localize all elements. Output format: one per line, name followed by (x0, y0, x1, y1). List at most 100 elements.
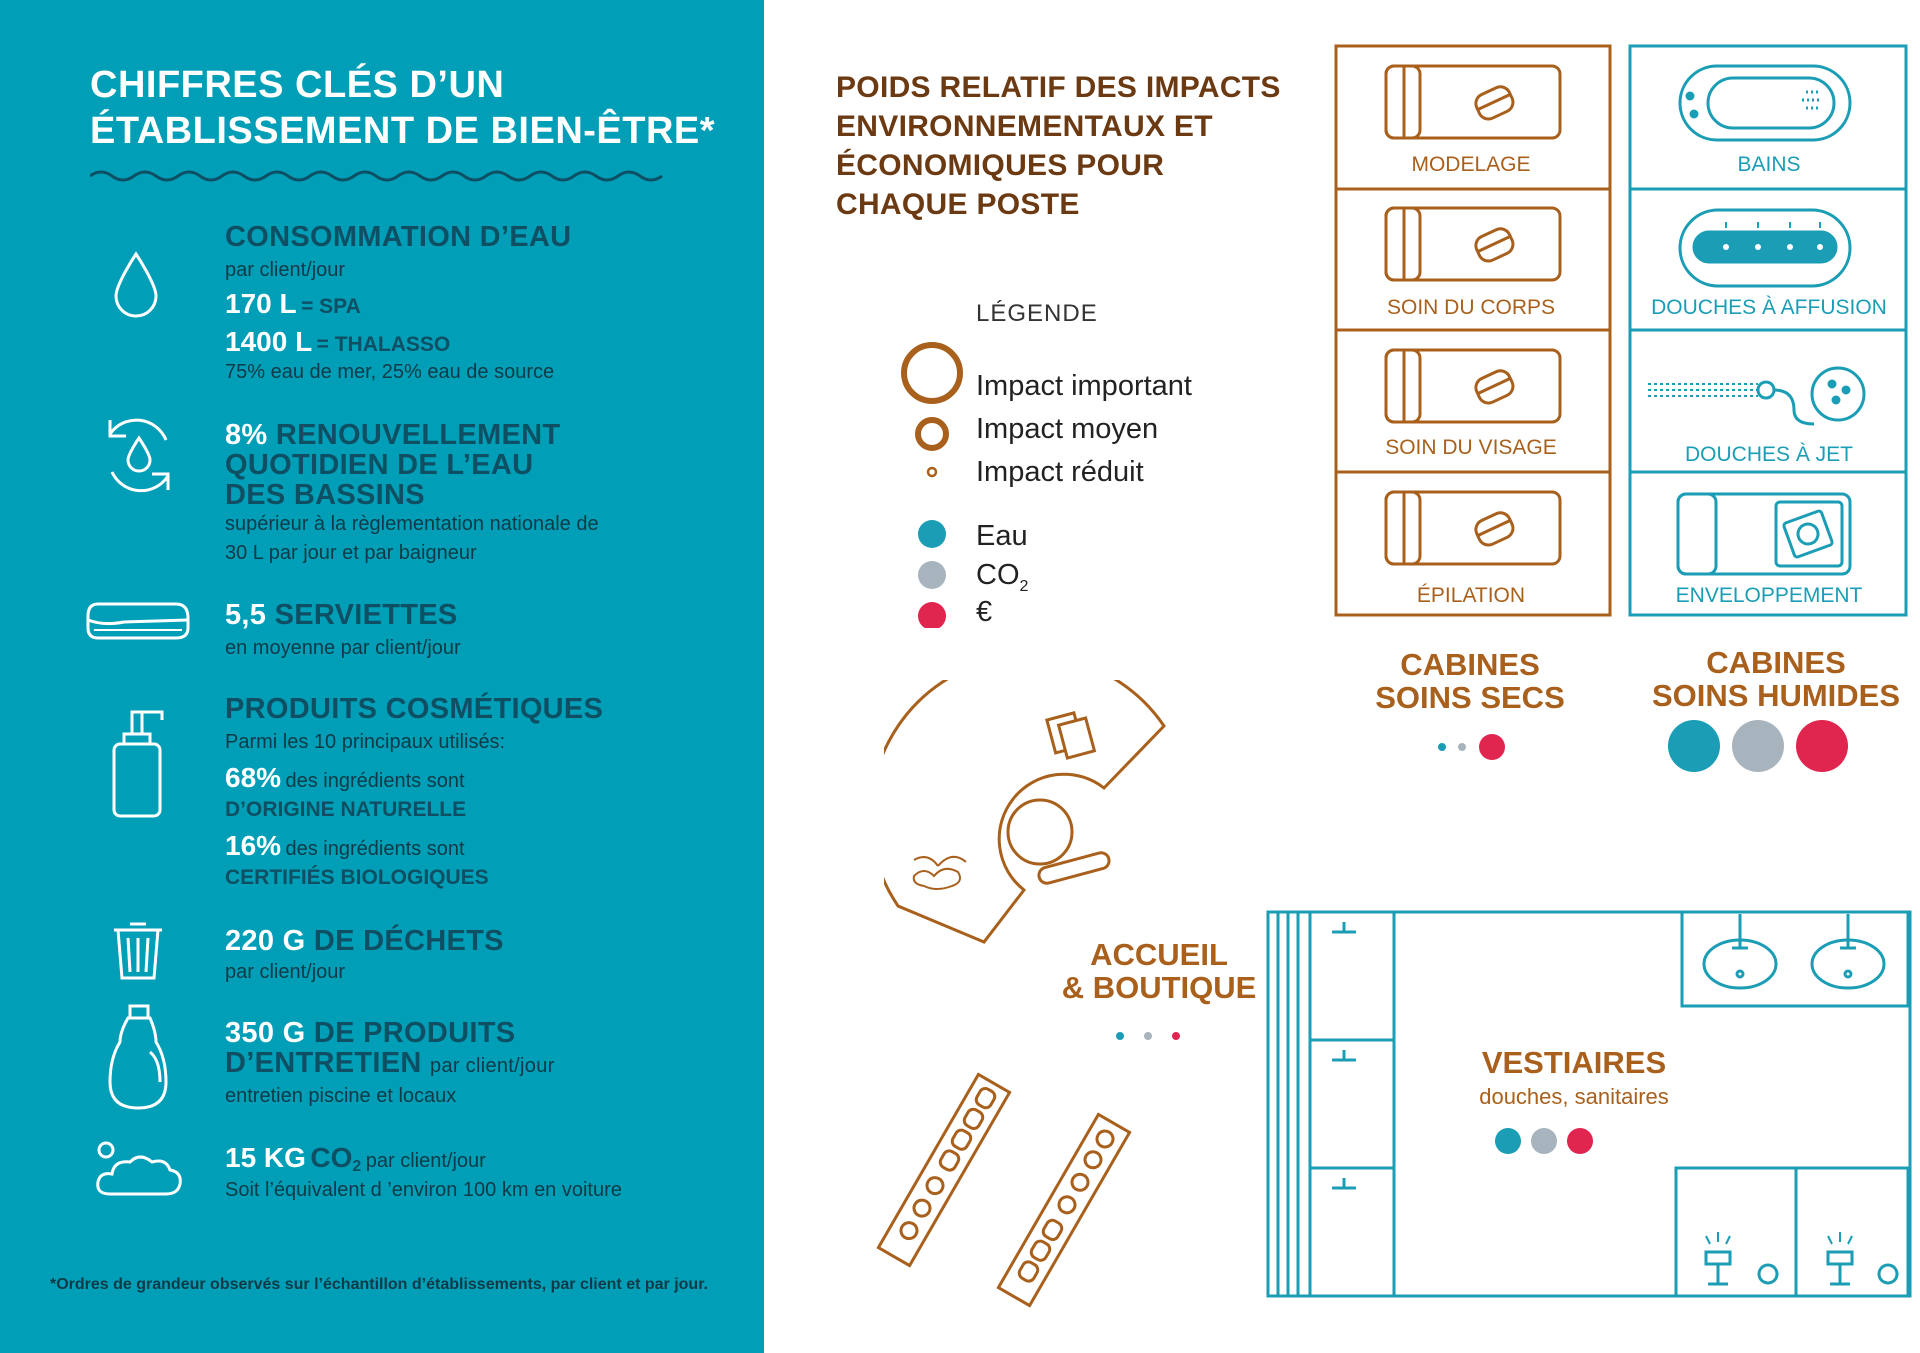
legend-co2: CO2 (976, 559, 1028, 596)
dry-cabins-title: CABINES SOINS SECS (1330, 648, 1610, 714)
cloud-icon (96, 1141, 182, 1196)
footnote: *Ordres de grandeur observés sur l’échan… (50, 1276, 708, 1293)
cabin-label-epilation: ÉPILATION (1416, 584, 1526, 607)
natural-line: 68% des ingrédients sont (225, 762, 465, 796)
cosmetics-heading: PRODUITS COSMÉTIQUES (225, 693, 604, 725)
reception-desk-drawing (884, 680, 1166, 944)
legend-co2-subscript: 2 (1019, 577, 1029, 595)
water-sub: par client/jour (225, 259, 346, 281)
renewal-value: 8% (225, 419, 268, 451)
cleaning-heading: 350 G DE PRODUITS D’ENTRETIEN par client… (225, 1018, 555, 1081)
organic-value: 16% (225, 830, 282, 861)
impacts-title: POIDS RELATIF DES IMPACTS ENVIRONNEMENTA… (836, 68, 1281, 224)
cleaning-per: par client/jour (430, 1055, 555, 1077)
wave-divider (90, 170, 663, 182)
dry-cabins-grid (1334, 44, 1612, 617)
dry-cabins-impact-dots (1438, 734, 1505, 760)
wet-cabins-impact-dots (1668, 720, 1848, 772)
wet-cabins-title-line-2: SOINS HUMIDES (1651, 678, 1901, 713)
co2-value: 15 KG (225, 1142, 306, 1173)
waste-value: 220 G (225, 925, 306, 957)
impacts-title-line-2: ENVIRONNEMENTAUX ET (836, 110, 1213, 143)
impacts-panel: POIDS RELATIF DES IMPACTS ENVIRONNEMENTA… (764, 0, 1920, 1353)
impact-medium-symbol (915, 417, 949, 451)
thalasso-label: = THALASSO (316, 333, 451, 356)
reception-title-line-2: & BOUTIQUE (1061, 970, 1257, 1005)
waste-label: DE DÉCHETS (313, 925, 504, 957)
locker-room-impact-dots (1495, 1128, 1593, 1154)
co2-sub: Soit l’équivalent d ’environ 100 km en v… (225, 1179, 622, 1201)
affusion-shower-icon (1678, 208, 1852, 288)
legend-medium: Impact moyen (976, 413, 1159, 445)
recycle-water-icon (108, 418, 170, 493)
dry-cabins-title-line-1: CABINES (1400, 647, 1540, 682)
spa-line: 170 L = SPA (225, 288, 361, 320)
natural-label: D’ORIGINE NATURELLE (225, 798, 467, 821)
towels-label: SERVIETTES (274, 599, 458, 631)
locker-room-drawing (1266, 910, 1912, 1298)
locker-room-sub: douches, sanitaires (1479, 1084, 1669, 1109)
thalasso-value: 1400 L (225, 326, 313, 357)
spa-value: 170 L (225, 288, 297, 319)
legend-money: € (976, 596, 993, 628)
organic-text: des ingrédients sont (285, 838, 465, 860)
cleaning-heading-line-1: DE PRODUITS (313, 1017, 516, 1049)
money-color-dot (918, 602, 946, 628)
water-heading: CONSOMMATION D’EAU (225, 221, 572, 253)
legend-symbols (901, 342, 963, 628)
cabin-label-soin-du-visage: SOIN DU VISAGE (1385, 436, 1557, 459)
cabin-label-enveloppement: ENVELOPPEMENT (1675, 584, 1863, 607)
impacts-title-line-3: ÉCONOMIQUES POUR (836, 149, 1165, 182)
impact-low-symbol (926, 466, 938, 478)
cleaning-bottle-icon (108, 1004, 168, 1110)
co2-per: par client/jour (365, 1150, 486, 1172)
impacts-title-line-4: CHAQUE POSTE (836, 188, 1080, 221)
water-drop-icon (114, 251, 158, 318)
co2-subscript: 2 (352, 1158, 362, 1176)
cabin-label-modelage: MODELAGE (1411, 153, 1531, 176)
cabin-label-soin-du-corps: SOIN DU CORPS (1386, 296, 1556, 319)
legend-title: LÉGENDE (976, 300, 1098, 327)
renewal-note-line-2: 30 L par jour et par baigneur (225, 542, 477, 564)
natural-value: 68% (225, 762, 282, 793)
wet-cabins-title-line-1: CABINES (1706, 645, 1846, 680)
towels-value: 5,5 (225, 599, 267, 631)
renewal-heading-line-1: RENOUVELLEMENT (275, 419, 561, 451)
jet-shower-icon (1648, 366, 1866, 426)
cleaning-sub: entretien piscine et locaux (225, 1085, 457, 1107)
cabin-label-bains: BAINS (1737, 153, 1801, 176)
bath-icon (1678, 64, 1852, 142)
waste-heading: 220 G DE DÉCHETS (225, 926, 504, 956)
reception-impact-dots (1116, 1032, 1180, 1040)
waste-sub: par client/jour (225, 961, 346, 983)
wet-cabins-title: CABINES SOINS HUMIDES (1626, 646, 1920, 712)
cosmetics-sub: Parmi les 10 principaux utilisés: (225, 731, 506, 753)
reception-title: ACCUEIL & BOUTIQUE (1034, 938, 1284, 1004)
organic-label: CERTIFIÉS BIOLOGIQUES (225, 866, 489, 889)
boutique-shelves-drawing (876, 1072, 1132, 1308)
thalasso-line: 1400 L = THALASSO (225, 326, 450, 358)
towel-icon (86, 602, 190, 640)
legend-co2-text: CO (976, 559, 1020, 591)
renewal-heading-line-2: QUOTIDIEN DE L’EAU (225, 449, 534, 481)
locker-room-title: VESTIAIRES (1481, 1045, 1667, 1080)
co2-line: 15 KG CO2 par client/jour (225, 1142, 486, 1176)
trash-bin-icon (114, 922, 162, 980)
wet-cabins-grid (1628, 44, 1908, 617)
wrap-icon (1676, 492, 1852, 576)
dry-cabins-title-line-2: SOINS SECS (1375, 680, 1565, 715)
legend-high: Impact important (976, 370, 1192, 402)
organic-line: 16% des ingrédients sont (225, 830, 465, 864)
renewal-heading-line-3: DES BASSINS (225, 479, 425, 511)
title-line-1: CHIFFRES CLÉS D’UN (90, 64, 505, 106)
impacts-title-line-1: POIDS RELATIF DES IMPACTS (836, 71, 1281, 104)
key-figures-panel: CHIFFRES CLÉS D’UN ÉTABLISSEMENT DE BIEN… (0, 0, 764, 1353)
legend-water: Eau (976, 520, 1028, 552)
spa-label: = SPA (301, 295, 361, 318)
reception-title-line-1: ACCUEIL (1090, 937, 1228, 972)
water-note: 75% eau de mer, 25% eau de source (225, 361, 555, 383)
cleaning-value: 350 G (225, 1017, 306, 1049)
pump-bottle-icon (112, 710, 164, 818)
towels-heading: 5,5 SERVIETTES (225, 600, 458, 630)
cleaning-heading-line-2: D’ENTRETIEN (225, 1047, 422, 1079)
